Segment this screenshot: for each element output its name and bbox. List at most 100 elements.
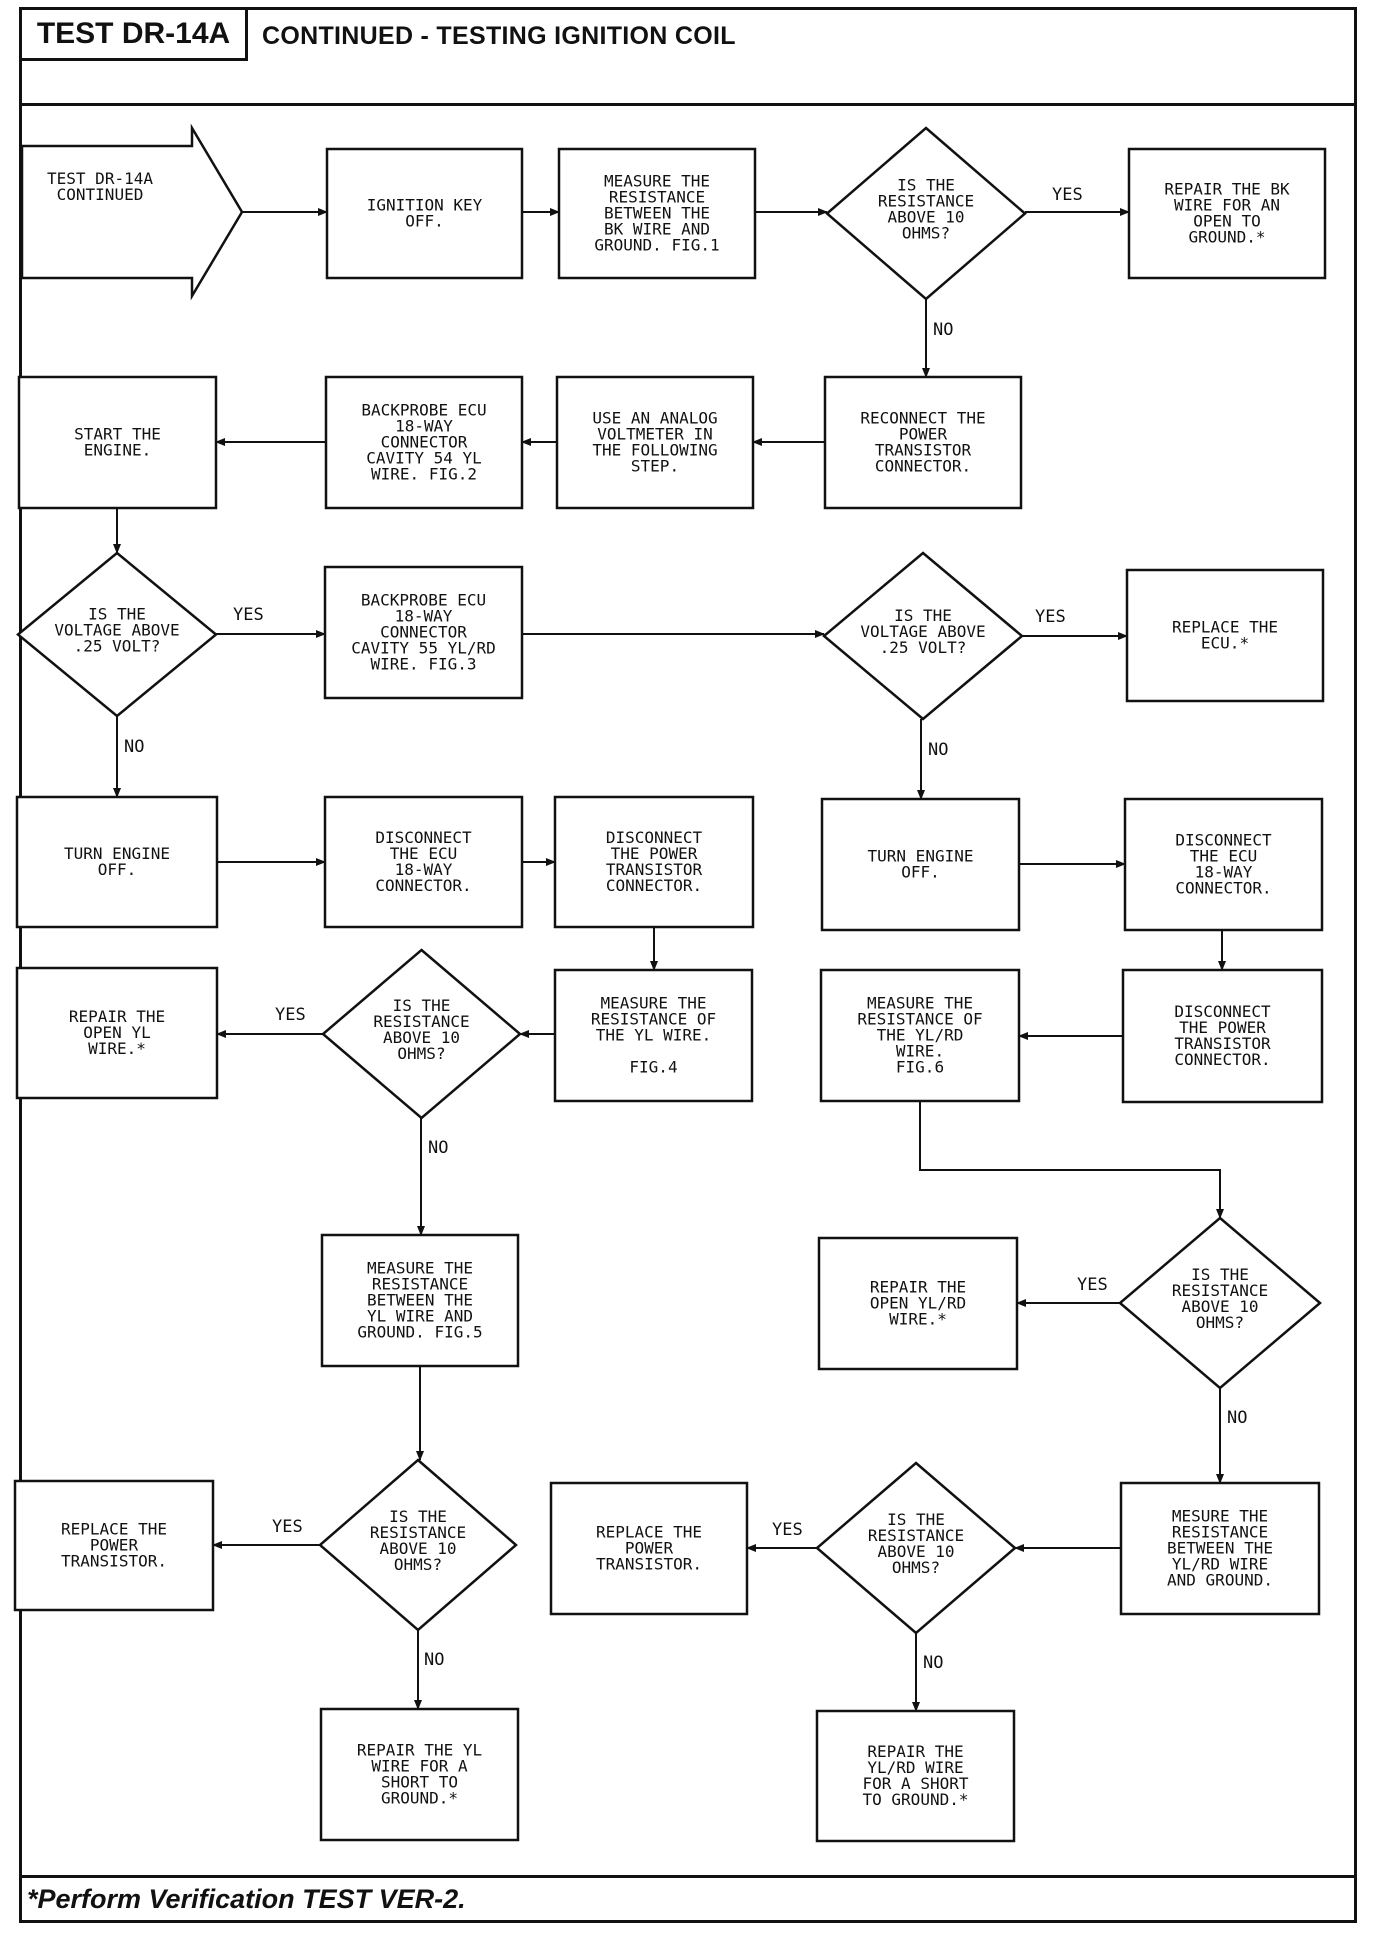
node-text-line: TEST DR-14A [47,169,153,188]
decision-diamond [815,1461,1017,1635]
node-text-line: IS THE [88,605,146,624]
node-text-line: VOLTMETER IN [597,425,713,444]
process-box [823,375,1023,510]
node-text-line: CONNECTOR [381,433,468,452]
node-text-line: YL/RD WIRE [1172,1555,1268,1574]
node-text-line: ABOVE 10 [379,1539,456,1558]
node-text-line: GROUND.* [1188,228,1265,247]
process-box [820,797,1021,932]
node-text-line: DISCONNECT [1174,1002,1271,1021]
node-text-line: TURN ENGINE [64,844,170,863]
start-arrow-shape [20,123,244,301]
node-text-line: OPEN YL [83,1023,150,1042]
decision-diamond [822,551,1024,721]
decision-diamond [16,551,218,718]
node-text-line: THE POWER [1179,1018,1266,1037]
decision-diamond [825,126,1027,301]
node-text-line: THE YL WIRE. [596,1026,712,1045]
edge-label-yes: YES [275,1005,306,1025]
node-text-line: DISCONNECT [375,828,472,847]
process-box [1121,968,1324,1104]
node-text-line: TURN ENGINE [868,847,974,866]
node-text-line: ABOVE 10 [1181,1297,1258,1316]
node-text-line: CONNECTOR. [375,876,471,895]
process-box [320,1233,520,1368]
process-box [1125,568,1325,703]
edge-label-yes: YES [772,1520,803,1540]
node-text-line: BACKPROBE ECU [361,591,486,610]
process-box [13,1479,215,1612]
node-text-line: IS THE [1191,1265,1249,1284]
node-text-line: CONNECTOR. [875,457,971,476]
node-text-line: REPAIR THE [867,1742,963,1761]
edge-e24 [919,1101,1224,1219]
node-text-line: ABOVE 10 [383,1028,460,1047]
node-text-line: THE POWER [611,844,698,863]
process-box [323,795,524,929]
node-text-line: CONTINUED [57,185,144,204]
node-text-line: GROUND.* [381,1789,458,1808]
process-box [819,968,1021,1103]
edge-label-yes: YES [1052,185,1083,205]
node-text-line: DISCONNECT [1175,831,1272,850]
node-text-line: ABOVE 10 [877,1542,954,1561]
node-text-line: MESURE THE [1172,1507,1268,1526]
node-text-line: YL WIRE AND [367,1307,473,1326]
node-text-line: REPLACE THE [61,1520,167,1539]
edge-label-no: NO [1227,1408,1247,1428]
test-id-label: TEST DR-14A [19,7,248,61]
node-text-line: MEASURE THE [601,994,707,1013]
node-text-line: BETWEEN THE [604,204,710,223]
node-text-line: 18-WAY [395,417,453,436]
node-text-line: REPAIR THE BK [1164,180,1290,199]
node-text-line: OHMS? [892,1558,940,1577]
verification-footnote: *Perform Verification TEST VER-2. [27,1884,466,1914]
node-text-line: .25 VOLT? [880,638,967,657]
node-text-line: CONNECTOR. [1175,879,1271,898]
node-text-line: OHMS? [902,224,950,243]
node-text-line: BETWEEN THE [367,1291,473,1310]
node-text-line: START THE [74,425,161,444]
node-text-line: 18-WAY [1195,863,1253,882]
process-box [325,147,524,280]
node-text-line: ENGINE. [84,441,151,460]
process-box [1119,1481,1321,1616]
node-text-line: REPAIR THE [69,1007,165,1026]
node-text-line: IGNITION KEY [367,196,483,215]
process-box [553,795,755,929]
node-text-line: CONNECTOR. [606,876,702,895]
edge-label-no: NO [933,320,953,340]
node-text-line: RESISTANCE [373,1012,469,1031]
process-box [549,1481,749,1616]
node-text-line: MEASURE THE [367,1259,473,1278]
node-text-line: OFF. [901,863,940,882]
node-text-line: GROUND. FIG.5 [357,1323,482,1342]
node-text-line: 18-WAY [395,607,453,626]
node-text-line: .25 VOLT? [74,637,161,656]
edge-label-yes: YES [1035,607,1066,627]
decision-diamond [321,948,522,1120]
node-text-line: DISCONNECT [606,828,703,847]
node-text-line: RESISTANCE OF [591,1010,716,1029]
node-text-line: TRANSISTOR. [61,1552,167,1571]
node-text-line: TRANSISTOR [875,441,972,460]
node-text-line: RESISTANCE [609,188,705,207]
node-text-line: WIRE FOR A [371,1757,468,1776]
edge-label-yes: YES [233,605,264,625]
process-box [553,968,754,1103]
